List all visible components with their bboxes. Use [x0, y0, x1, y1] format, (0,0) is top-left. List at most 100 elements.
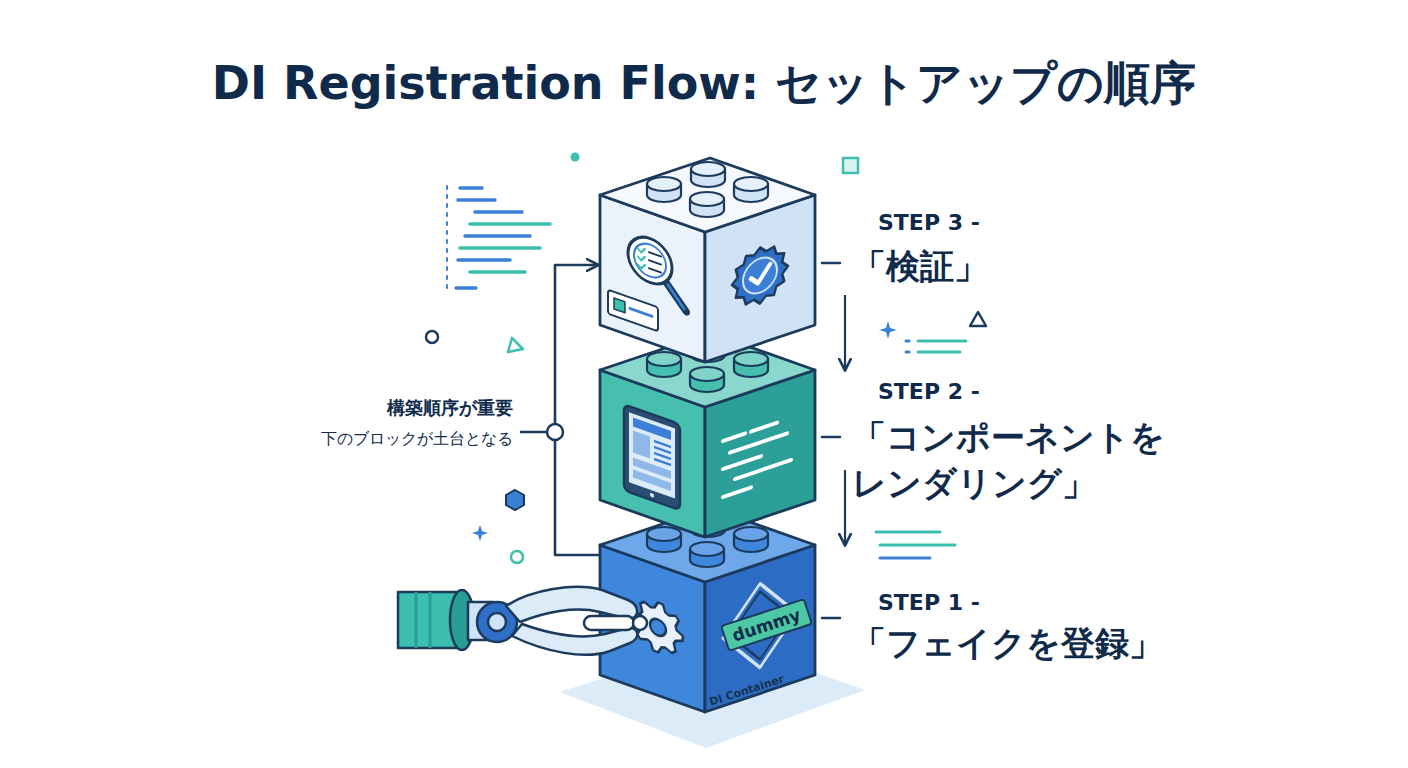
code-line — [918, 351, 960, 354]
tablet-button — [650, 493, 654, 498]
code-line — [751, 423, 777, 432]
annotation-note: 下のブロックが土台となる — [200, 428, 513, 450]
hexagon-decoration — [506, 490, 524, 510]
step-number: STEP 2 - — [878, 379, 980, 405]
flow-arrow — [844, 470, 846, 545]
connector-group — [555, 265, 845, 555]
magnifier-lens — [628, 231, 672, 290]
code-line — [460, 246, 540, 250]
ui-text-line — [654, 459, 671, 465]
code-line — [458, 258, 510, 262]
checklist-line — [630, 309, 652, 317]
step-title: 「コンポーネントを レンダリング」 — [852, 414, 1182, 506]
triangle-decoration — [970, 312, 986, 326]
block-stud-top — [690, 192, 724, 206]
right-face-icons — [732, 238, 788, 313]
sparkle-decoration — [879, 321, 897, 339]
block-stud-top — [690, 542, 724, 556]
checklist-line — [649, 252, 661, 256]
note-dot — [547, 424, 563, 440]
arm-stripe — [429, 592, 432, 648]
sparkle-decoration — [472, 525, 488, 541]
circle-decoration — [511, 551, 523, 563]
arm-segment — [468, 602, 494, 640]
gripper-pin — [584, 616, 634, 630]
code-line — [880, 557, 930, 560]
circle-decoration — [426, 331, 438, 343]
block-top-face — [600, 333, 815, 407]
lego-block — [600, 333, 815, 537]
block-stud-top — [691, 337, 725, 351]
block-stud-top — [734, 352, 768, 366]
leader-line — [822, 436, 840, 439]
right-face-icons — [723, 418, 791, 497]
block-stud-top — [647, 177, 681, 191]
checklist-line — [649, 260, 661, 264]
code-line — [735, 460, 791, 479]
arm-joint — [477, 602, 517, 642]
code-line — [918, 340, 966, 343]
robot-arm — [398, 587, 647, 655]
block-stud-side — [691, 344, 725, 362]
magnifier-rim — [634, 239, 666, 282]
block-shape — [600, 370, 815, 537]
checkbox — [614, 298, 625, 313]
flow-arrow — [555, 265, 600, 555]
block-stud-top — [734, 177, 768, 191]
check-mark — [638, 246, 645, 253]
verified-badge-core — [743, 253, 777, 298]
checklist-line — [649, 268, 661, 272]
code-line — [906, 340, 909, 343]
front-face-icons — [608, 224, 686, 341]
leader-line — [822, 617, 840, 620]
dot-decoration — [571, 153, 580, 162]
block-node: STEP 1 -「フェイクを登録」dummyDI Container — [600, 545, 815, 712]
step-number: STEP 1 - — [878, 590, 980, 616]
code-snippet — [876, 532, 955, 558]
code-line — [723, 488, 751, 497]
block-stud-top — [691, 512, 725, 526]
code-line — [906, 351, 909, 354]
code-gutter — [446, 186, 448, 290]
code-line — [876, 531, 940, 534]
arm-joint-core — [488, 613, 506, 631]
check-mark — [638, 262, 645, 269]
code-line — [458, 198, 495, 202]
code-line — [723, 456, 761, 469]
leader-line — [822, 262, 840, 265]
code-line — [465, 234, 530, 238]
ui-text-line — [654, 441, 671, 447]
square-decoration — [843, 158, 858, 173]
code-line — [723, 434, 745, 441]
annotation-heading: 構築順序が重要 — [200, 396, 513, 420]
diagram-title: DI Registration Flow: セットアップの順序 — [0, 58, 1408, 109]
front-face-icons — [633, 594, 683, 662]
code-snippet — [906, 341, 966, 352]
code-line — [470, 270, 525, 274]
gripper-finger — [512, 624, 637, 655]
ui-block — [633, 470, 671, 491]
ui-image — [633, 431, 650, 459]
checklist-card — [608, 290, 658, 332]
code-line — [470, 222, 550, 226]
block-top-face — [600, 158, 815, 232]
block-node: STEP 3 -「検証」 — [600, 195, 815, 362]
gear-hole — [650, 617, 666, 639]
gear-icon — [633, 594, 683, 662]
code-snippet — [447, 186, 550, 290]
block-stud-top — [647, 352, 681, 366]
magnifier-handle — [666, 282, 686, 311]
block-node: STEP 2 -「コンポーネントを レンダリング」 — [600, 370, 815, 537]
code-line — [880, 544, 955, 547]
note-pointer — [520, 424, 563, 440]
triangle-decoration — [508, 338, 523, 352]
step-number: STEP 3 - — [878, 210, 980, 236]
step-title: 「フェイクを登録」 — [852, 622, 1182, 664]
step-title: 「検証」 — [852, 245, 1182, 287]
arm-ring — [450, 590, 474, 650]
leader-lines — [822, 263, 840, 618]
block-stud-top — [647, 527, 681, 541]
verified-badge — [732, 238, 788, 313]
